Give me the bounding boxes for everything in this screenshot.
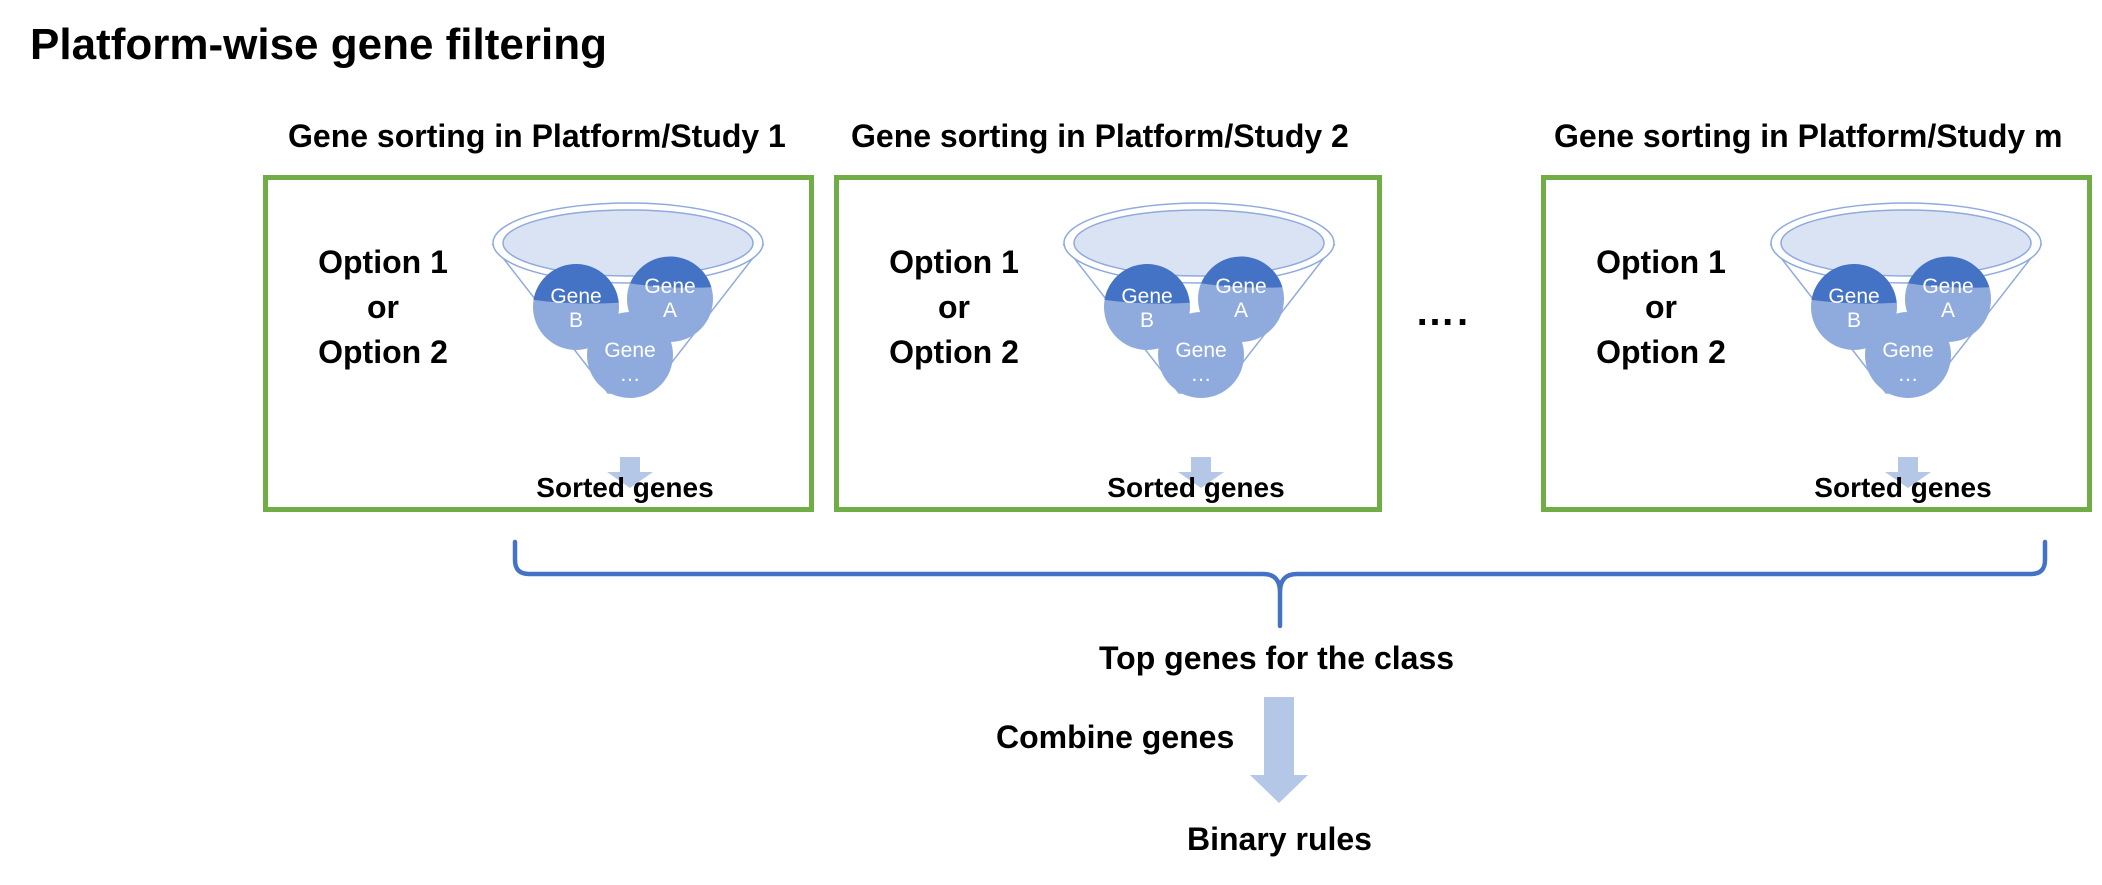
gene-a-top xyxy=(1201,256,1283,288)
top-genes-label: Top genes for the class xyxy=(1099,640,1455,676)
gene-a-top xyxy=(630,256,712,288)
panel-2-funnel: Gene B Gene A Gene … xyxy=(1062,202,1336,488)
panel-2-title: Gene sorting in Platform/Study 2 xyxy=(851,118,1349,154)
panel-1-output: Sorted genes xyxy=(536,472,714,503)
gene-b-top xyxy=(1811,263,1897,304)
or-label: or xyxy=(938,289,970,325)
ellipsis: …. xyxy=(1415,290,1471,334)
gene-more-label-1: Gene xyxy=(1882,339,1933,362)
panel-1-funnel: Gene B Gene A Gene … xyxy=(491,202,765,488)
panel-1: Option 1 or Option 2 Gene B Gene A Gene … xyxy=(263,175,814,512)
panel-m-funnel: Gene B Gene A Gene … xyxy=(1769,202,2043,488)
gene-a-label-2: A xyxy=(1941,299,1955,322)
panel-2-output: Sorted genes xyxy=(1107,472,1285,503)
gene-more-label-2: … xyxy=(1898,363,1919,386)
gene-a-label-1: Gene xyxy=(1215,275,1266,298)
gene-b-label-2: B xyxy=(1140,309,1154,332)
gene-b-top xyxy=(533,263,619,304)
down-arrow-icon xyxy=(1178,457,1224,488)
gene-b-label-2: B xyxy=(569,309,583,332)
gene-b-label-1: Gene xyxy=(550,285,601,308)
down-arrow-icon xyxy=(607,457,653,488)
or-label: or xyxy=(1645,289,1677,325)
panel-2: Option 1 or Option 2 Gene B Gene A Gene … xyxy=(834,175,1382,512)
combine-genes-label: Combine genes xyxy=(996,719,1235,755)
option-1-label: Option 1 xyxy=(889,244,1019,280)
gene-more-label-1: Gene xyxy=(604,339,655,362)
panel-2-options: Option 1 or Option 2 xyxy=(879,240,1029,375)
gene-a-label-2: A xyxy=(1234,299,1248,322)
funnel-mouth xyxy=(502,209,754,277)
panel-m: Option 1 or Option 2 Gene B Gene A Gene … xyxy=(1541,175,2092,512)
option-2-label: Option 2 xyxy=(889,334,1019,370)
gene-a-label-1: Gene xyxy=(1922,275,1973,298)
panel-m-output: Sorted genes xyxy=(1814,472,1992,503)
funnel-mouth xyxy=(1780,209,2032,277)
gene-a-label-2: A xyxy=(663,299,677,322)
gene-more-label-2: … xyxy=(620,363,641,386)
gene-b-label-1: Gene xyxy=(1828,285,1879,308)
panel-m-title: Gene sorting in Platform/Study m xyxy=(1554,118,2063,154)
panel-1-title: Gene sorting in Platform/Study 1 xyxy=(288,118,786,154)
panel-m-options: Option 1 or Option 2 xyxy=(1586,240,1736,375)
brace-line xyxy=(512,539,2048,629)
gene-a-label-1: Gene xyxy=(644,275,695,298)
gene-b-label-1: Gene xyxy=(1121,285,1172,308)
option-1-label: Option 1 xyxy=(1596,244,1726,280)
gene-a-top xyxy=(1908,256,1990,288)
option-2-label: Option 2 xyxy=(1596,334,1726,370)
gene-more-label-2: … xyxy=(1191,363,1212,386)
panel-1-options: Option 1 or Option 2 xyxy=(308,240,458,375)
gene-more-label-1: Gene xyxy=(1175,339,1226,362)
option-2-label: Option 2 xyxy=(318,334,448,370)
funnel-mouth xyxy=(1073,209,1325,277)
combine-arrow-icon xyxy=(1250,697,1308,803)
down-arrow-icon xyxy=(1885,457,1931,488)
option-1-label: Option 1 xyxy=(318,244,448,280)
or-label: or xyxy=(367,289,399,325)
gene-b-label-2: B xyxy=(1847,309,1861,332)
gene-b-top xyxy=(1104,263,1190,304)
binary-rules-label: Binary rules xyxy=(1187,821,1372,857)
diagram-title: Platform-wise gene filtering xyxy=(30,20,607,69)
